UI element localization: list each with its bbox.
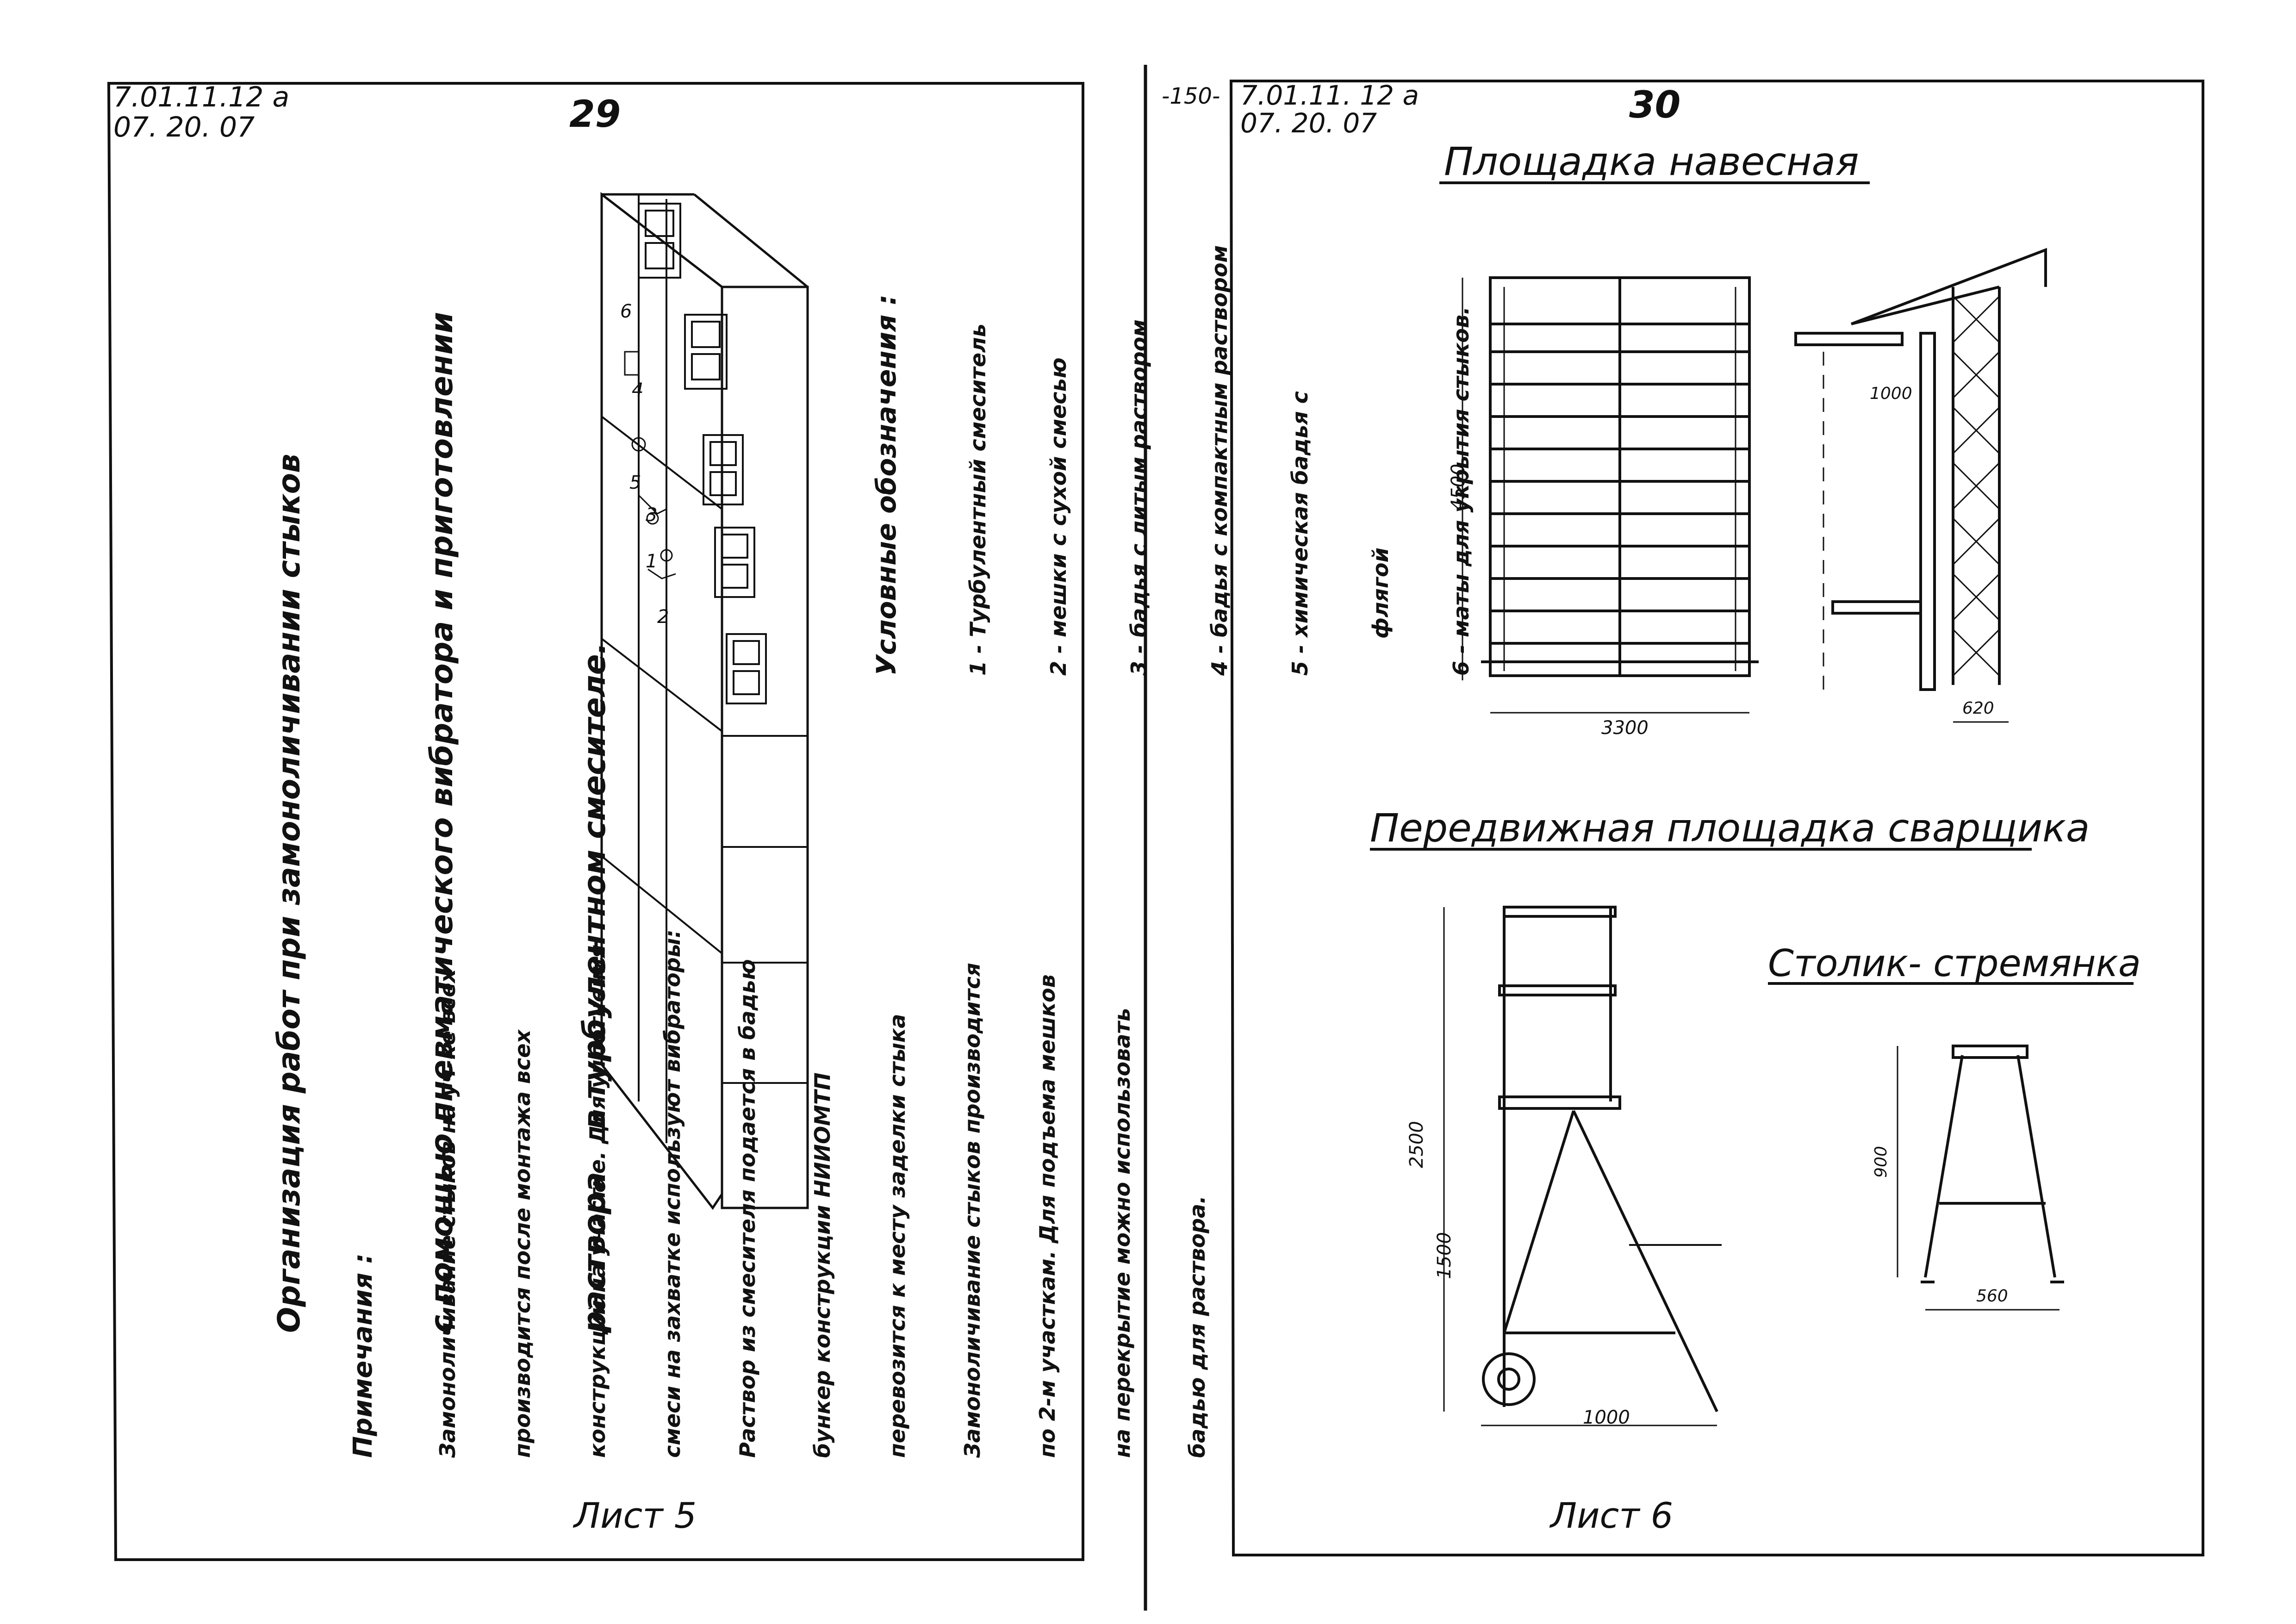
legend-item: 3 - бадья с литым раствором (1126, 319, 1151, 676)
left-frame (107, 82, 1084, 1561)
section3-title: Столик- стремянка (1768, 942, 2141, 985)
dim-height-lower: 1500 (1433, 1232, 1455, 1279)
right-code-line1: 7.01.11. 12 а (1240, 80, 1419, 111)
left-code-line1: 7.01.11.12 а (113, 81, 290, 113)
building-iso-drawing (600, 192, 809, 1210)
section2-title: Передвижная площадка сварщика (1370, 805, 2090, 851)
section1-title: Площадка навесная (1444, 139, 1859, 184)
notes-line: по 2-м участкам. Для подъема мешков (1035, 974, 1060, 1458)
diagram-label: 2 (657, 606, 669, 628)
notes-line: перевозится к месту заделки стыка (885, 1014, 910, 1458)
dim-inner: 1000 (1870, 384, 1912, 403)
dim-table-base: 560 (1976, 1287, 2008, 1306)
platform-front-view (1462, 276, 1759, 714)
legend-item: 5 - химическая бадья с (1288, 391, 1313, 676)
right-frame (1229, 80, 2204, 1556)
left-page-number: 29 (569, 93, 621, 136)
legend-item: 4 - бадья с компактным раствором (1207, 245, 1232, 676)
left-code-line2: 07. 20. 07 (113, 111, 255, 143)
left-sheet-label: Лист 5 (574, 1495, 697, 1536)
diagram-label: 4 (632, 380, 644, 401)
legend-item: 6 - маты для укрытия стыков. (1449, 306, 1474, 676)
notes-line: бадью для раствора. (1185, 1195, 1210, 1458)
notes-line: Раствор из смесителя подается в бадью (735, 959, 760, 1458)
welder-platform-drawing (1443, 906, 1722, 1426)
notes-line: смеси на захватке используют вибраторы: (660, 929, 685, 1458)
diagram-label: 5 (629, 472, 641, 493)
dim-height-total: 2500 (1406, 1121, 1427, 1168)
left-notes-block: Примечания : Замоноличивание стыков на у… (301, 930, 1260, 1458)
diagram-label: 1 (646, 551, 658, 572)
dim-table-height: 900 (1871, 1146, 1891, 1178)
diagram-label: 6 (620, 301, 632, 322)
step-table-drawing (1897, 1045, 2064, 1311)
right-page-number: 30 (1629, 83, 1681, 126)
dim-width: 3300 (1601, 717, 1649, 739)
notes-line: конструкций на участке. Для уплотнения (585, 945, 610, 1458)
notes-line: Замоноличивание стыков на уч-ке всех (435, 969, 460, 1458)
notes-line: производится после монтажа всех (510, 1029, 535, 1458)
right-sheet-label: Лист 6 (1550, 1495, 1674, 1536)
legend-title: Условные обозначения : (871, 294, 902, 676)
notes-line: на перекрытие можно использовать (1110, 1008, 1135, 1458)
left-legend-block: Условные обозначения : 1 - Турбулентный … (819, 245, 1528, 676)
dim-base: 1000 (1583, 1407, 1630, 1428)
notes-line: бункер конструкции НИИОМТП (810, 1072, 835, 1458)
platform-side-view (1794, 248, 2047, 723)
legend-item: флягой (1368, 548, 1393, 676)
legend-item: 2 - мешки с сухой смесью (1046, 357, 1071, 676)
notes-line: Замоноличивание стыков производится (960, 963, 985, 1458)
diagram-label: 3 (646, 504, 658, 526)
right-code-line2: 07. 20. 07 (1240, 107, 1377, 139)
dim-side: 620 (1962, 699, 1994, 718)
notes-title: Примечания : (348, 1253, 378, 1458)
legend-item: 1 - Турбулентный смеситель (965, 324, 990, 676)
dim-height: 4500 (1447, 464, 1469, 511)
margin-number: -150- (1162, 83, 1220, 109)
